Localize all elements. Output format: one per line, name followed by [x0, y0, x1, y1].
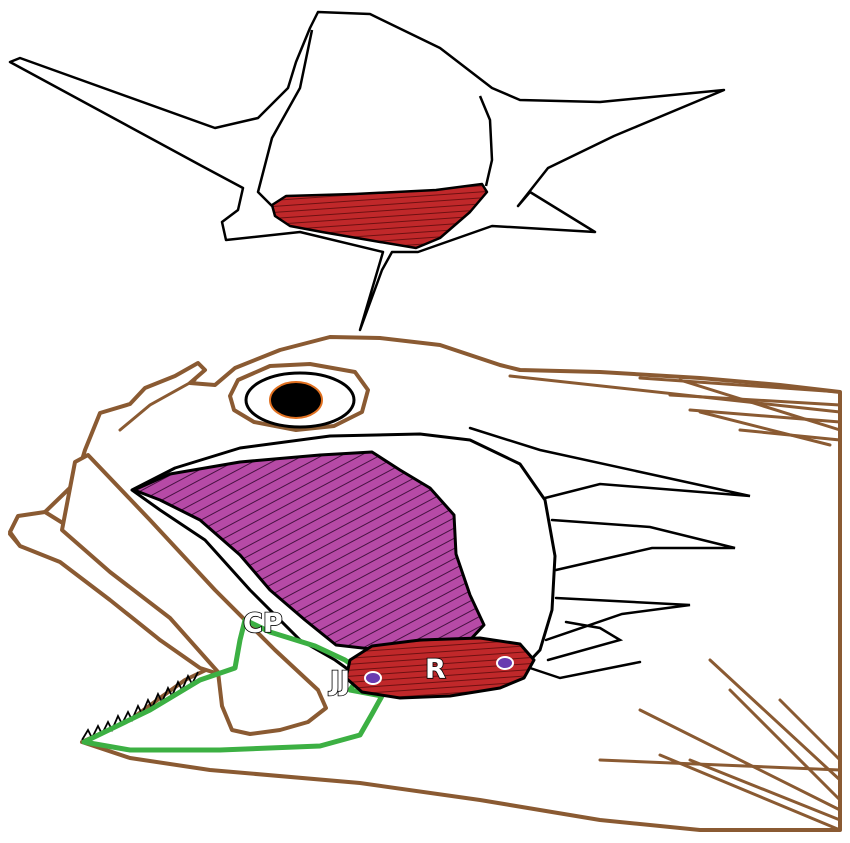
attachment-dot-right: [497, 657, 513, 669]
eye-pupil: [270, 382, 322, 418]
label-cp: CP: [243, 608, 283, 639]
label-r: R: [425, 654, 446, 685]
label-jj: JJ: [328, 666, 350, 697]
fish-head: CP JJ R: [10, 337, 840, 830]
isolated-bone: [10, 12, 724, 330]
attachment-dot-left: [365, 672, 381, 684]
bone-outline: [10, 12, 724, 330]
